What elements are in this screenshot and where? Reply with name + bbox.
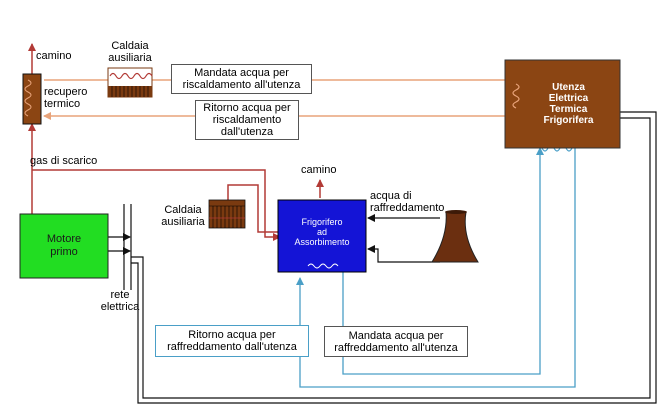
ritorno-riscaldamento-note: Ritorno acqua per riscaldamento dall'ute… (195, 100, 299, 140)
caldaia-mid-to-frigorifero (227, 184, 280, 233)
caldaia-mid-label: Caldaia ausiliaria (161, 204, 205, 228)
mandata-raffreddamento-note: Mandata acqua per raffreddamento all'ute… (324, 326, 468, 357)
gas-scarico-to-frigorifero (32, 169, 281, 241)
cooling-tower (431, 211, 479, 263)
caldaia-top-label: Caldaia ausiliaria (108, 40, 152, 64)
utenza-box: Utenza Elettrica Termica Frigorifera (543, 82, 594, 126)
gas-scarico-label: gas di scarico (30, 155, 98, 167)
ritorno-raffreddamento-note: Ritorno acqua per raffreddamento dall'ut… (155, 325, 309, 357)
camino-center-label: camino (301, 164, 337, 176)
mandata-raffreddamento-line (342, 147, 544, 375)
power-line-to-utenza-2 (131, 111, 657, 404)
mandata-riscaldamento-note: Mandata acqua per riscaldamento all'uten… (171, 64, 312, 94)
caldaia-ausiliaria-mid (208, 199, 246, 229)
power-line-to-utenza-1 (131, 117, 651, 399)
frigorifero-box: Frigorifero ad Assorbimento (294, 217, 350, 247)
motore-primo-box: Motore primo (46, 233, 82, 258)
camino-left-label: camino (36, 50, 72, 62)
acqua-ritorno-line (367, 245, 440, 263)
recupero-termico-label: recupero termico (44, 86, 88, 110)
rete-elettrica-label: rete elettrica (100, 289, 140, 313)
acqua-raffreddamento-label: acqua di raffreddamento (370, 190, 445, 214)
